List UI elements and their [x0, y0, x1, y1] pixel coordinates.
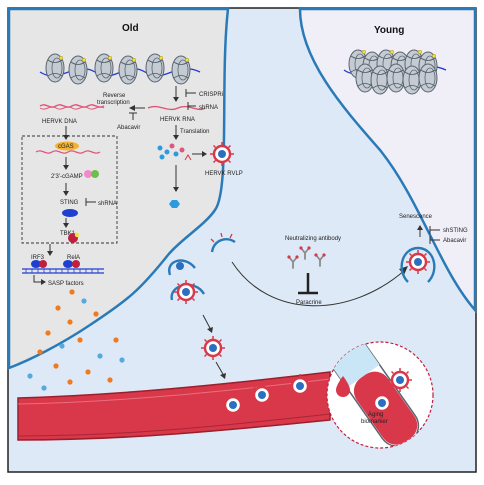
- entry-pit: [168, 259, 196, 276]
- old-cell: [7, 7, 230, 370]
- neutralizing-label: Neutralizing antibody: [285, 236, 341, 242]
- young-chromatin: [343, 49, 447, 95]
- sting-label: STING: [60, 200, 79, 206]
- abacavir-label-2: Abacavir: [443, 238, 466, 244]
- cgamp-molecule-pink: [84, 170, 92, 178]
- rela-protein: [63, 260, 73, 268]
- crispri-label: CRISPRi: [199, 92, 223, 98]
- herv-rna-strand: [147, 105, 206, 111]
- shrna-label-1: shRNA: [199, 105, 218, 111]
- sting-protein: [62, 209, 78, 217]
- free-particle: [199, 334, 227, 362]
- abacavir-label-1: Abacavir: [117, 125, 140, 131]
- cgas-sting-pathway-box: [21, 135, 118, 244]
- paracrine-arc: [231, 261, 406, 307]
- exiting-particle: [170, 278, 206, 306]
- aging-biomarker-line1: Aging: [368, 412, 383, 418]
- dna-promoter: [22, 268, 104, 274]
- herv-rvlp-label: HERVK RVLP: [205, 171, 243, 177]
- irf3-label: IRF3: [31, 255, 45, 261]
- blood-drop: [336, 376, 350, 397]
- budding-particle: [210, 232, 236, 253]
- shsting-label: shSTING: [443, 228, 468, 234]
- herv-rvlp-particle: [208, 140, 236, 168]
- aging-biomarker-line2: biomarker: [361, 419, 388, 425]
- irf3-protein: [31, 260, 41, 268]
- rela-label: RelA: [67, 255, 80, 261]
- translation-label: Translation: [180, 129, 209, 135]
- cgas-protein: [55, 141, 79, 151]
- tbk1-label: TBK1: [60, 231, 76, 237]
- shrna-label-2: shRNA: [98, 201, 117, 207]
- vessel-particle-1: [219, 391, 247, 419]
- young-title: Young: [374, 25, 404, 36]
- blood-vessel: [17, 371, 331, 441]
- viral-proteins: [157, 143, 192, 161]
- young-entering-particle: [404, 248, 432, 276]
- old-chromatin: [39, 53, 201, 85]
- reverse-transcription-line1: Reverse: [103, 93, 126, 99]
- senescence-label: Senescence: [399, 214, 433, 220]
- herv-dna-label: HERVK DNA: [42, 119, 77, 125]
- sasp-label: SASP factors: [48, 281, 84, 287]
- cgamp-molecule-green: [91, 170, 99, 178]
- vessel-particle-2: [248, 381, 276, 409]
- cgamp-label: 2'3'-cGAMP: [51, 174, 83, 180]
- cgas-label: cGAS: [58, 144, 74, 150]
- reverse-transcription-line2: transcription: [97, 100, 130, 106]
- herv-rna-label: HERVK RNA: [160, 117, 195, 123]
- old-title: Old: [122, 23, 139, 34]
- vessel-particle-3: [286, 372, 314, 400]
- paracrine-label: Paracrine: [296, 300, 322, 306]
